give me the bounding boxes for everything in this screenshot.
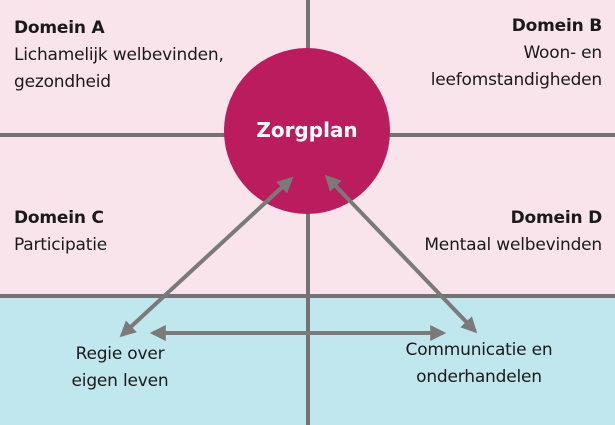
regie-label: Regie over eigen leven xyxy=(50,341,190,395)
domain-b: Domein B Woon- en leefomstandigheden xyxy=(431,13,602,94)
domain-d: Domein D Mentaal welbevinden xyxy=(424,205,602,259)
communicatie-label: Communicatie en onderhandelen xyxy=(384,337,574,391)
regie-line-2: eigen leven xyxy=(71,371,169,391)
arrow-regie-zorgplan xyxy=(119,176,294,338)
domain-c-title: Domein C xyxy=(14,208,104,228)
domain-b-line-2: leefomstandigheden xyxy=(430,70,602,90)
domain-d-line-1: Mentaal welbevinden xyxy=(424,235,602,255)
arrow-communicatie-zorgplan xyxy=(324,174,478,334)
domain-a-line-2: gezondheid xyxy=(14,72,111,92)
regie-line-1: Regie over xyxy=(75,344,165,364)
domain-d-title: Domein D xyxy=(510,208,603,228)
zorgplan-hub xyxy=(224,48,390,214)
domain-c-line-1: Participatie xyxy=(14,235,108,255)
domain-a-line-1: Lichamelijk welbevinden, xyxy=(14,45,224,65)
domain-b-line-1: Woon- en xyxy=(523,43,602,63)
domain-a-title: Domein A xyxy=(14,18,105,38)
domain-c: Domein C Participatie xyxy=(14,205,107,259)
communicatie-line-2: onderhandelen xyxy=(416,367,542,387)
communicatie-line-1: Communicatie en xyxy=(405,340,553,360)
domain-a: Domein A Lichamelijk welbevinden, gezond… xyxy=(14,15,224,96)
domain-b-title: Domein B xyxy=(511,16,602,36)
zorgplan-label: Zorgplan xyxy=(256,118,358,142)
